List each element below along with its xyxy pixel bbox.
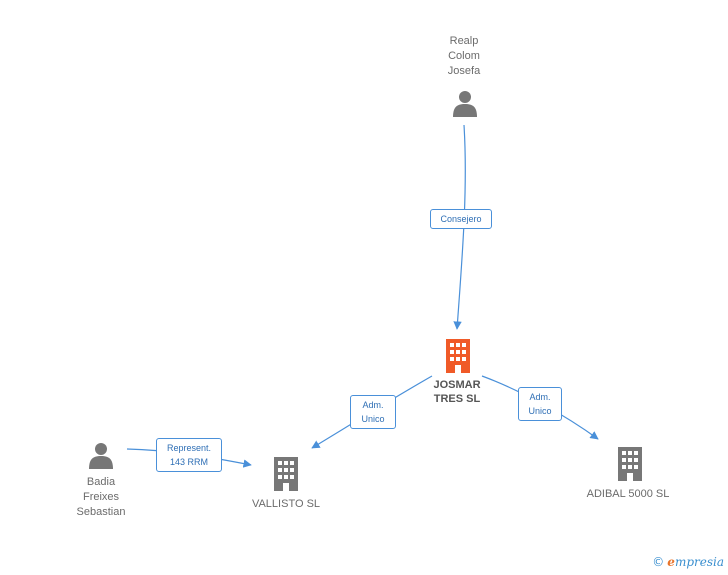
edge-label-adm-unico-left[interactable]: Adm. Unico (350, 395, 396, 429)
node-label-badia[interactable]: Badia Freixes Sebastian (76, 476, 126, 518)
brand-name: mpresia (674, 555, 724, 569)
building-icon[interactable] (272, 457, 300, 491)
person-icon[interactable] (87, 441, 115, 469)
building-icon[interactable] (444, 339, 472, 373)
brand-e-letter: e (667, 555, 675, 569)
edge-label-represent[interactable]: Represent. 143 RRM (156, 438, 222, 472)
empresia-logo[interactable]: ©empresia (652, 555, 724, 569)
node-label-vallisto[interactable]: VALLISTO SL (251, 498, 321, 510)
node-label-josmar[interactable]: JOSMAR TRES SL (433, 379, 481, 405)
node-label-realp[interactable]: Realp Colom Josefa (447, 35, 481, 77)
copyright-icon: © (652, 555, 665, 569)
building-icon[interactable] (616, 447, 644, 481)
edge-label-consejero[interactable]: Consejero (430, 209, 492, 229)
person-icon[interactable] (451, 89, 479, 117)
edge-label-adm-unico-right[interactable]: Adm. Unico (518, 387, 562, 421)
node-label-adibal[interactable]: ADIBAL 5000 SL (586, 488, 670, 500)
